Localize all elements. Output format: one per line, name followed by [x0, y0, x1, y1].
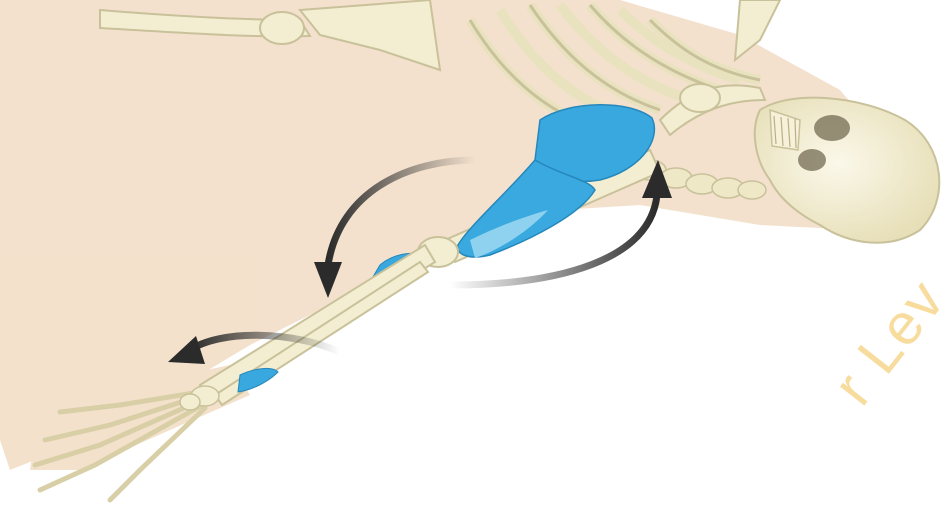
body-silhouette — [0, 0, 900, 470]
